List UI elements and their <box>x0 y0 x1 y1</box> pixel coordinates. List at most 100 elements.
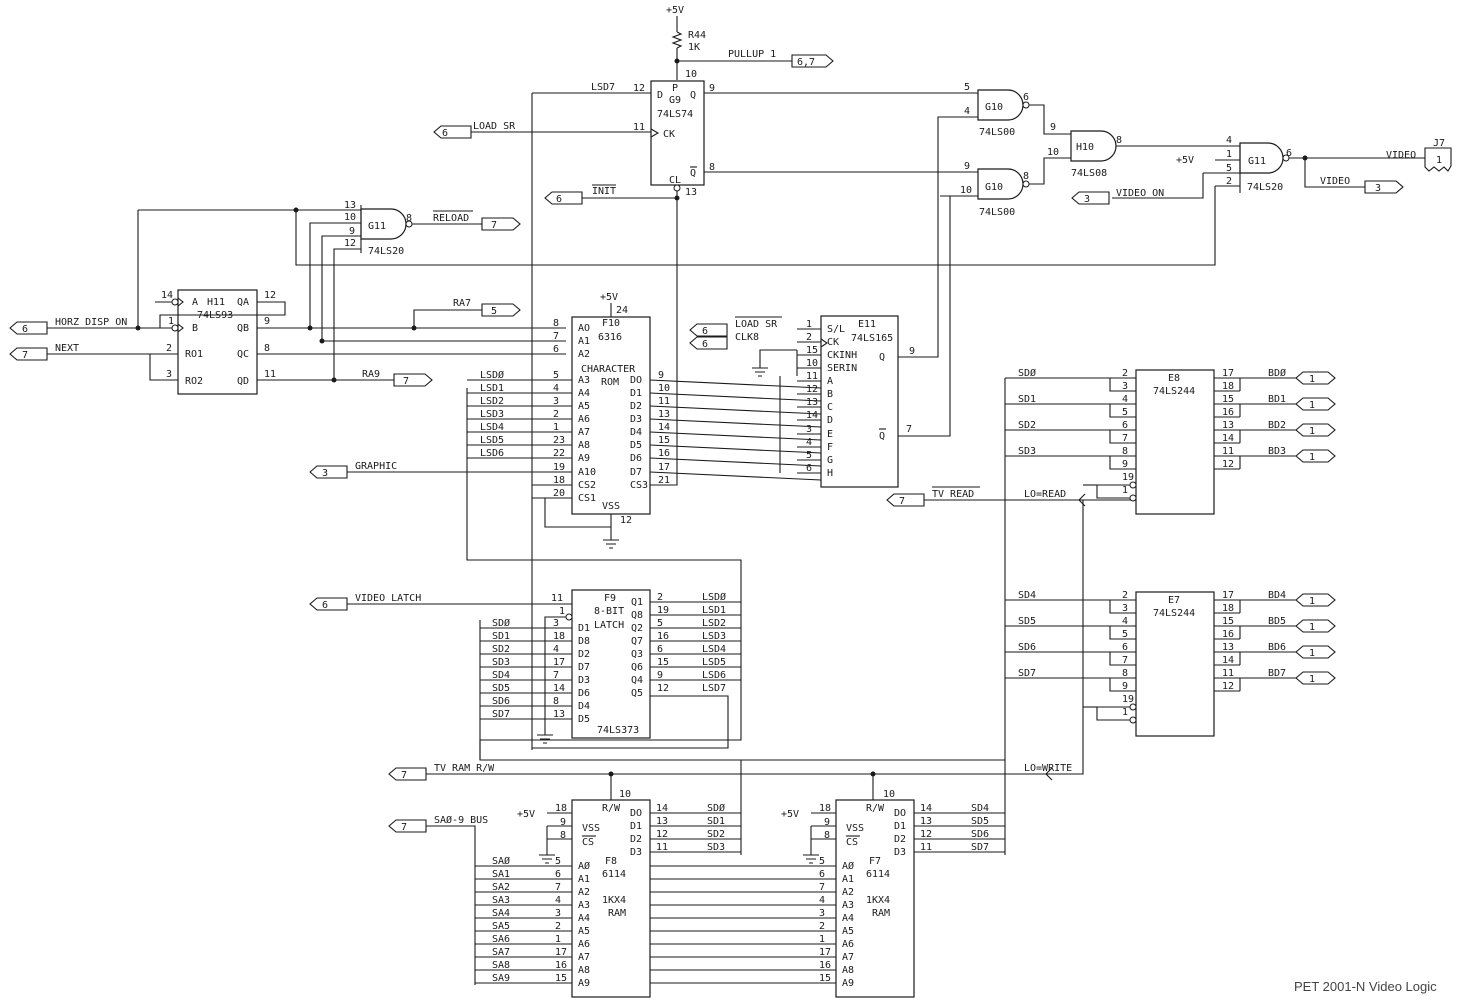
f10-left-pin: 4 <box>553 383 559 394</box>
ram-part: 6114 <box>866 869 890 880</box>
ram-d-pin: 12 <box>920 829 932 840</box>
f9-right-label: Q2 <box>631 623 643 634</box>
buffer-ref: E7 <box>1168 595 1180 606</box>
load-sr-net: 6 LOAD SR <box>433 121 651 139</box>
f10-right-pin: 16 <box>658 448 670 459</box>
g9-pin-qn: 8 <box>709 162 715 173</box>
f9-sd-label: SD6 <box>492 696 510 707</box>
f9-left-label: D2 <box>578 649 590 660</box>
f10-vss: VSS <box>602 501 620 512</box>
h10-and: 9 10 H10 74LS08 8 <box>1047 122 1240 179</box>
g10b-pin-b: 10 <box>960 185 972 196</box>
f9-right-pin: 12 <box>657 683 669 694</box>
e11-left-label: B <box>827 389 833 400</box>
f10-lsd-label: LSD2 <box>480 396 504 407</box>
ra7-group: RA7 5 <box>411 298 521 331</box>
g10b-pin-y: 8 <box>1023 171 1029 182</box>
bus-pair <box>1109 378 1136 392</box>
g11b-vcc: +5V <box>1176 155 1194 166</box>
video-on-connector-group: 3 VIDEO ON <box>1071 188 1164 205</box>
buffer-bd-label: BD7 <box>1268 668 1286 679</box>
f9-left-label: D1 <box>578 623 590 634</box>
f10-right-pin: 15 <box>658 435 670 446</box>
f9-lsd-label: LSD3 <box>702 631 726 642</box>
ram-a-pin: 3 <box>555 908 561 919</box>
ram-sd-label: SD5 <box>971 816 989 827</box>
f10-left-label: A7 <box>578 427 590 438</box>
g9-pin-cl: 13 <box>685 187 697 198</box>
load-sr2-page: 6 <box>702 326 708 337</box>
f9-title2: LATCH <box>594 620 624 631</box>
e8-buffer: E874LS24423456789191SDØSD1SD2SD317181516… <box>1005 367 1336 515</box>
vcc-label: +5V <box>666 5 684 16</box>
ram-title2: RAM <box>872 908 890 919</box>
buffer-sd-label: SD1 <box>1018 394 1036 405</box>
f10-lsd-label: LSDØ <box>480 369 504 381</box>
ram-a-label: A7 <box>578 952 590 963</box>
f9-sd-label: SD5 <box>492 683 510 694</box>
f9-left-label: D3 <box>578 675 590 686</box>
e11-left-pin: 6 <box>806 463 812 474</box>
g10b-ref: G10 <box>985 182 1003 193</box>
ram-d-label: D2 <box>894 834 906 845</box>
bd-wire <box>1239 429 1296 443</box>
ram-title1: 1KX4 <box>602 895 626 906</box>
f9-right-pin: 6 <box>657 644 663 655</box>
load-sr-page: 6 <box>442 128 448 139</box>
f9-sd-label: SD3 <box>492 657 510 668</box>
f10-lsd-label: LSD4 <box>480 422 504 433</box>
ram-a-pin: 1 <box>555 934 561 945</box>
e11-left-label: A <box>827 376 833 387</box>
f10-left-label: A10 <box>578 467 596 478</box>
h11-pin-8: 8 <box>264 343 270 354</box>
video-out-group: VIDEO J7 1 VIDEO 3 <box>1320 138 1452 194</box>
e11-left-label: H <box>827 468 833 479</box>
ra7-connector <box>481 303 521 317</box>
e11-left-label: F <box>827 442 833 453</box>
reload-connector <box>481 217 521 231</box>
f9-right-label: Q3 <box>631 649 643 660</box>
f10-left-pin: 22 <box>553 448 565 459</box>
bd-page: 1 <box>1309 452 1315 463</box>
bd-connector <box>1295 645 1336 659</box>
g11a-pin-13: 13 <box>344 200 356 211</box>
g11a-pin-y: 8 <box>406 213 412 224</box>
bd-wire <box>1239 625 1296 639</box>
init-label: INIT <box>592 186 616 197</box>
horz-disp-label: HORZ DISP ON <box>55 317 127 328</box>
enable-wire <box>1096 485 1130 499</box>
ram-cs: CS <box>582 837 594 848</box>
init-net: 6 INIT <box>544 184 680 372</box>
f10-left-pin: 18 <box>553 475 565 486</box>
buffer-sd-label: SD3 <box>1018 446 1036 457</box>
sa-bus-connector <box>388 819 427 833</box>
video-latch-connector <box>309 597 348 611</box>
clk8-connector <box>689 336 728 350</box>
g11-video-nand: 4 1 5 2 G11 74LS20 6 +5V <box>295 135 1425 266</box>
e11-left-label: D <box>827 415 833 426</box>
buffer-right-pin: 18 <box>1222 603 1234 614</box>
f10-left-pin: 5 <box>553 370 559 381</box>
f10-right-label: D5 <box>630 440 642 451</box>
ra9-page: 7 <box>403 376 409 387</box>
g9-qn-pin: Q <box>690 168 696 179</box>
init-connector <box>544 191 583 205</box>
buffer-left-pin: 2 <box>1122 590 1128 601</box>
ground-symbol <box>803 854 819 864</box>
ram-a-pin: 16 <box>555 960 567 971</box>
f10-right-pin: 10 <box>658 383 670 394</box>
f9-pin-1: 1 <box>559 606 565 617</box>
buffer-right-pin: 17 <box>1222 590 1234 601</box>
f10-left-label: A9 <box>578 453 590 464</box>
f9-lsd-label: LSDØ <box>702 591 726 603</box>
buffer-bd-label: BD3 <box>1268 446 1286 457</box>
buffer-left-pin: 3 <box>1122 381 1128 392</box>
ram-vcc-pin: 18 <box>819 803 831 814</box>
ram-vss: VSS <box>846 823 864 834</box>
h10-ref: H10 <box>1076 142 1094 153</box>
f10-left-label: A3 <box>578 375 590 386</box>
ram-a-label: A3 <box>842 900 854 911</box>
ram-body <box>835 799 915 998</box>
e11-left-label: E <box>827 429 833 440</box>
f9-left-pin: 13 <box>553 709 565 720</box>
